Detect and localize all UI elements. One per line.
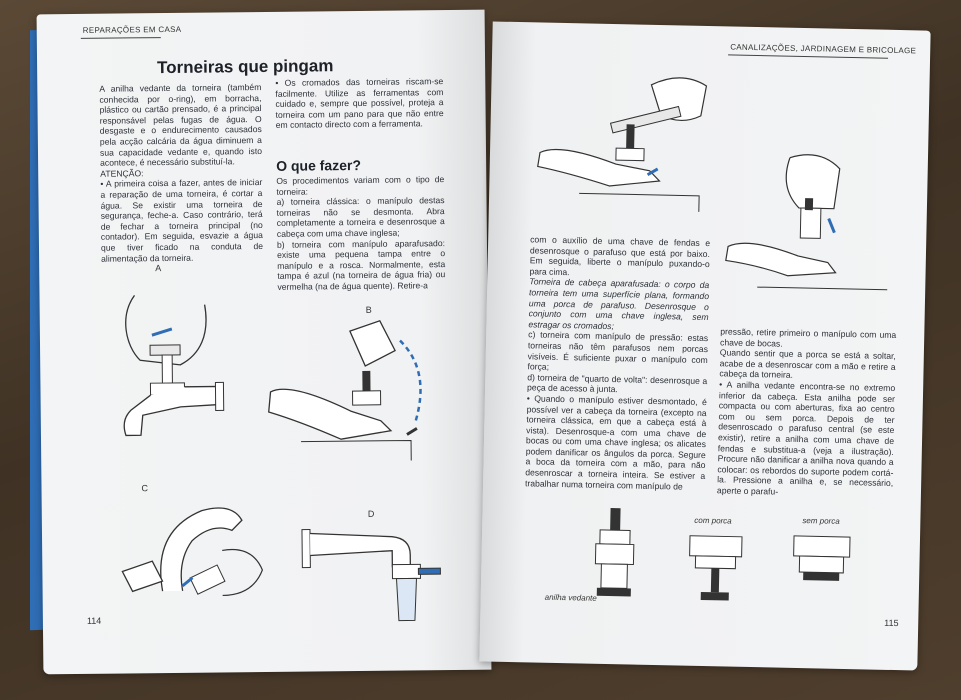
warning-paragraph: • A primeira coisa a fazer, antes de ini…: [100, 177, 264, 264]
intro-paragraph: A anilha vedante da torneira (também con…: [99, 82, 263, 168]
running-head-right: Canalizações, jardinagem e bricolage: [730, 42, 917, 56]
tap-head-with-washer-illustration: [594, 508, 635, 597]
right-column-1: com o auxílio de uma chave de fendas e d…: [525, 234, 710, 492]
wrench-on-tap-illustration: [537, 77, 708, 212]
left-column-1: A anilha vedante da torneira (também con…: [99, 82, 263, 264]
right-column-2: pressão, retire primeiro o manípulo com …: [716, 326, 896, 499]
figure-label-d: D: [367, 508, 375, 519]
page-number-left: 114: [86, 615, 102, 626]
left-page: Reparações em casa Torneiras que pingam …: [36, 9, 492, 675]
running-head-left: Reparações em casa: [82, 24, 182, 35]
loosen-nut-paragraph: Quando sentir que a porca se está a solt…: [719, 347, 896, 381]
caption-washer: anilha vedante: [544, 592, 597, 603]
washer-without-nut-illustration: [793, 535, 851, 581]
washer-paragraph: • A anilha vedante encontra-se no extrem…: [716, 379, 896, 497]
figure-label-a: A: [155, 263, 162, 274]
figure-a-classic-tap-illustration: [123, 294, 225, 437]
figure-c-push-handle-illustration: [121, 507, 264, 597]
classic-tap-paragraph: a) torneira clássica: o manípulo destas …: [276, 195, 445, 239]
head-removal-paragraph: • Quando o manípulo estiver desmontado, …: [524, 393, 707, 492]
page-number-right: 115: [884, 617, 899, 629]
figure-b-screwed-handle-illustration: [268, 319, 422, 461]
header-rule-left: [80, 37, 161, 39]
figure-d-quarter-turn-tap-illustration: [301, 529, 441, 622]
screwed-handle-paragraph: b) torneira com manípulo aparafusado: ex…: [276, 237, 446, 292]
caption-with-nut: com porca: [694, 515, 732, 526]
right-page: Canalizações, jardinagem e bricolage com…: [479, 21, 931, 671]
page-title: Torneiras que pingam: [157, 56, 334, 78]
screwed-head-paragraph: Torneira de cabeça aparafusada: o corpo …: [528, 276, 710, 331]
washer-with-nut-illustration: [689, 535, 743, 601]
left-column-2: Os procedimentos variam com o tipo de to…: [276, 174, 445, 292]
screwed-handle-continued: com o auxílio de uma chave de fendas e d…: [529, 234, 711, 277]
procedures-intro: Os procedimentos variam com o tipo de to…: [276, 174, 445, 197]
header-rule-right: [728, 54, 889, 59]
left-column-2-intro: • Os cromados das torneiras riscam-se fa…: [275, 76, 444, 131]
removing-tap-head-illustration: [725, 154, 888, 291]
push-handle-paragraph: c) torneira com manípulo de pressão: est…: [527, 329, 709, 372]
caption-without-nut: sem porca: [802, 516, 840, 526]
section-heading-what-to-do: O que fazer?: [276, 156, 362, 174]
